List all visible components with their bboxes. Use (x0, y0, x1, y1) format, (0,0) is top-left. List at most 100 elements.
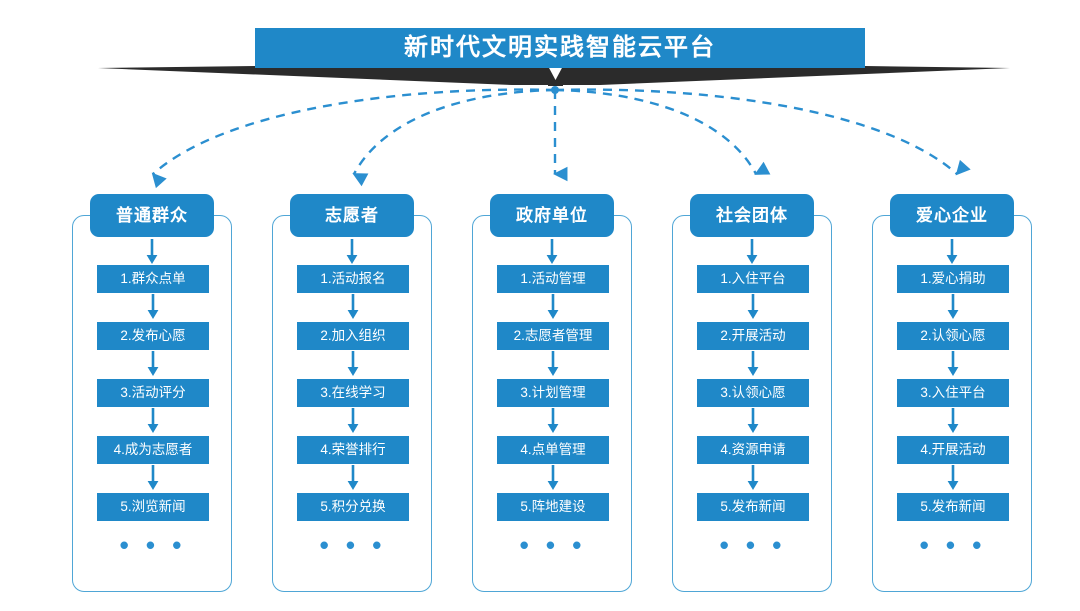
down-arrow-icon (547, 351, 559, 376)
header-to-first-item-arrow (146, 239, 158, 264)
list-item[interactable]: 5.阵地建设 (473, 493, 633, 550)
down-arrow-icon (147, 408, 159, 433)
item-label: 4.荣誉排行 (320, 442, 386, 458)
down-arrow-icon (547, 294, 559, 319)
list-item[interactable]: 3.认领心愿 (673, 379, 833, 436)
header-to-first-item-arrow (746, 239, 758, 264)
down-arrow-icon (347, 408, 359, 433)
item-box[interactable]: 2.开展活动 (697, 322, 809, 350)
item-box[interactable]: 5.发布新闻 (897, 493, 1009, 521)
column-header-5[interactable]: 爱心企业 (890, 194, 1014, 237)
item-box[interactable]: 4.荣誉排行 (297, 436, 409, 464)
list-item[interactable]: 1.活动报名 (273, 265, 433, 322)
down-arrow-icon (147, 465, 159, 490)
list-item[interactable]: 2.认领心愿 (873, 322, 1033, 379)
item-label: 1.爱心捐助 (920, 271, 986, 287)
item-box[interactable]: 3.活动评分 (97, 379, 209, 407)
role-column-zhiyuanzhe[interactable]: 志愿者 1.活动报名 2.加入组织 (272, 194, 433, 592)
list-item[interactable]: 4.开展活动 (873, 436, 1033, 493)
list-item[interactable]: 3.入住平台 (873, 379, 1033, 436)
item-label: 2.开展活动 (720, 328, 786, 344)
header-to-first-item-arrow (346, 239, 358, 264)
column-header-label: 志愿者 (325, 206, 379, 225)
down-arrow-icon (947, 465, 959, 490)
item-box[interactable]: 2.志愿者管理 (497, 322, 609, 350)
down-arrow-icon (947, 351, 959, 376)
item-box[interactable]: 3.入住平台 (897, 379, 1009, 407)
item-label: 1.活动管理 (520, 271, 586, 287)
item-label: 3.入住平台 (920, 385, 986, 401)
column-header-4[interactable]: 社会团体 (690, 194, 814, 237)
list-item[interactable]: 1.入住平台 (673, 265, 833, 322)
down-arrow-icon (747, 351, 759, 376)
page-title: 新时代文明实践智能云平台 (404, 34, 716, 61)
item-box[interactable]: 3.认领心愿 (697, 379, 809, 407)
item-box[interactable]: 4.资源申请 (697, 436, 809, 464)
column-header-label: 社会团体 (716, 206, 788, 225)
item-label: 3.在线学习 (320, 385, 386, 401)
list-item[interactable]: 1.群众点单 (73, 265, 233, 322)
item-box[interactable]: 5.浏览新闻 (97, 493, 209, 521)
down-arrow-icon (347, 465, 359, 490)
list-item[interactable]: 4.成为志愿者 (73, 436, 233, 493)
down-arrow-icon (147, 294, 159, 319)
item-box[interactable]: 3.计划管理 (497, 379, 609, 407)
item-box[interactable]: 4.开展活动 (897, 436, 1009, 464)
list-item[interactable]: 1.爱心捐助 (873, 265, 1033, 322)
item-box[interactable]: 2.加入组织 (297, 322, 409, 350)
item-box[interactable]: 5.积分兑换 (297, 493, 409, 521)
item-box[interactable]: 2.认领心愿 (897, 322, 1009, 350)
item-label: 3.计划管理 (520, 385, 586, 401)
column-header-3[interactable]: 政府单位 (490, 194, 614, 237)
item-box[interactable]: 2.发布心愿 (97, 322, 209, 350)
list-item[interactable]: 1.活动管理 (473, 265, 633, 322)
item-box[interactable]: 4.成为志愿者 (97, 436, 209, 464)
item-box[interactable]: 3.在线学习 (297, 379, 409, 407)
item-box[interactable]: 1.活动管理 (497, 265, 609, 293)
column-items-5: 1.爱心捐助 2.认领心愿 (873, 265, 1033, 550)
role-column-putongqunzhong[interactable]: 普通群众 1.群众点单 2.发布心愿 (72, 194, 233, 592)
more-items-ellipsis: • • • (719, 530, 787, 560)
list-item[interactable]: 5.积分兑换 (273, 493, 433, 550)
item-box[interactable]: 1.爱心捐助 (897, 265, 1009, 293)
platform-title-bar: 新时代文明实践智能云平台 (255, 28, 865, 68)
item-box[interactable]: 5.发布新闻 (697, 493, 809, 521)
list-item[interactable]: 5.发布新闻 (673, 493, 833, 550)
list-item[interactable]: 3.计划管理 (473, 379, 633, 436)
role-column-aixinqiye[interactable]: 爱心企业 1.爱心捐助 2.认领心愿 (872, 194, 1033, 592)
list-item[interactable]: 2.发布心愿 (73, 322, 233, 379)
item-label: 4.开展活动 (920, 442, 986, 458)
item-box[interactable]: 4.点单管理 (497, 436, 609, 464)
list-item[interactable]: 4.荣誉排行 (273, 436, 433, 493)
role-column-zhengfudanwei[interactable]: 政府单位 1.活动管理 2.志愿者管理 (472, 194, 633, 592)
list-item[interactable]: 2.志愿者管理 (473, 322, 633, 379)
column-items-3: 1.活动管理 2.志愿者管理 (473, 265, 633, 550)
down-arrow-icon (947, 408, 959, 433)
list-item[interactable]: 3.在线学习 (273, 379, 433, 436)
list-item[interactable]: 2.开展活动 (673, 322, 833, 379)
down-arrow-icon (947, 294, 959, 319)
column-header-1[interactable]: 普通群众 (90, 194, 214, 237)
item-label: 2.志愿者管理 (513, 328, 593, 344)
item-box[interactable]: 5.阵地建设 (497, 493, 609, 521)
list-item[interactable]: 3.活动评分 (73, 379, 233, 436)
list-item[interactable]: 4.资源申请 (673, 436, 833, 493)
item-box[interactable]: 1.入住平台 (697, 265, 809, 293)
item-box[interactable]: 1.活动报名 (297, 265, 409, 293)
banner-shadow-ribbon (98, 66, 1010, 86)
item-label: 1.入住平台 (720, 271, 786, 287)
item-label: 4.资源申请 (720, 442, 786, 458)
list-item[interactable]: 5.浏览新闻 (73, 493, 233, 550)
item-label: 3.认领心愿 (720, 385, 786, 401)
list-item[interactable]: 5.发布新闻 (873, 493, 1033, 550)
role-column-shehuituanti[interactable]: 社会团体 1.入住平台 2.开展活动 (672, 194, 833, 592)
down-arrow-icon (747, 408, 759, 433)
column-header-label: 政府单位 (516, 206, 588, 225)
column-header-2[interactable]: 志愿者 (290, 194, 414, 237)
list-item[interactable]: 4.点单管理 (473, 436, 633, 493)
list-item[interactable]: 2.加入组织 (273, 322, 433, 379)
column-header-label: 普通群众 (116, 206, 188, 225)
item-box[interactable]: 1.群众点单 (97, 265, 209, 293)
